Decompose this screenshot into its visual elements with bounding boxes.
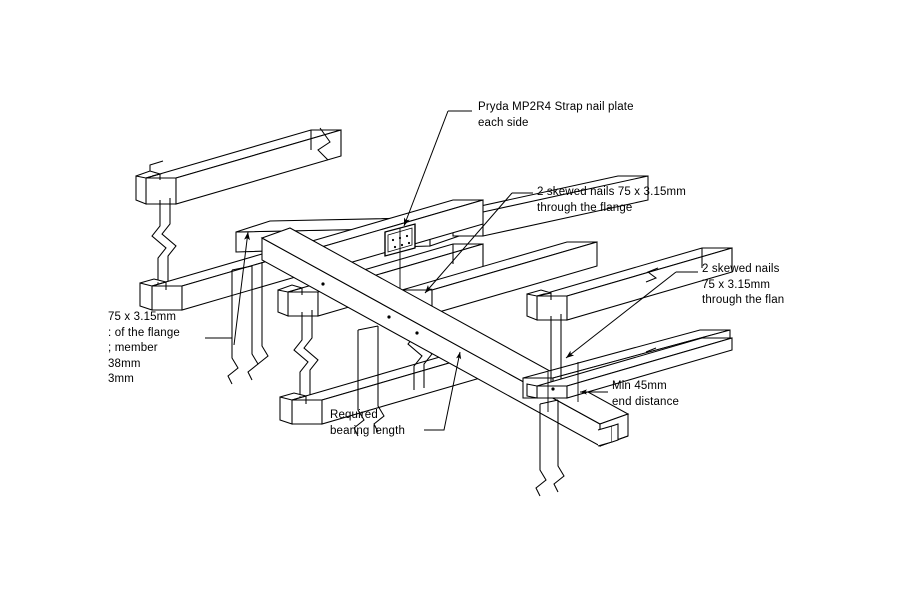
left-note-line-2: : of the flange <box>108 326 180 339</box>
min-end-distance-label: Min 45mm end distance <box>612 379 679 410</box>
nail-plate-line-1: Pryda MP2R4 Strap nail plate <box>478 101 634 113</box>
required-bearing-length-label: Required bearing length <box>330 408 405 439</box>
bearing-line-1: Required <box>330 409 378 421</box>
mindist-line-1: Min 45mm <box>612 380 667 392</box>
left-note-line-5: 3mm <box>108 373 135 385</box>
right-joist <box>526 247 733 399</box>
nail-plate-line-2: each side <box>478 116 529 129</box>
skew-right-line-1: 2 skewed nails <box>702 263 780 275</box>
bearing-line-2: bearing length <box>330 424 405 437</box>
right-posts <box>535 399 565 497</box>
skew-top-line-2: through the flange <box>537 201 633 214</box>
centre-posts <box>353 325 385 437</box>
skew-top-line-1: 2 skewed nails 75 x 3.15mm <box>537 186 686 198</box>
skew-right-line-2: 75 x 3.15mm <box>702 278 771 291</box>
strap-nail-plate <box>384 223 416 300</box>
mindist-line-2: end distance <box>612 395 680 408</box>
pryda-strap-nail-plate-label: Pryda MP2R4 Strap nail plate each side <box>478 100 634 131</box>
left-note-line-1: 75 x 3.15mm <box>108 311 177 323</box>
left-note-line-3: ; member <box>108 342 158 354</box>
left-clipped-note: 75 x 3.15mm : of the flange ; member 38m… <box>108 310 180 388</box>
left-note-line-4: 38mm <box>108 357 141 370</box>
skew-right-line-3: through the flan <box>702 294 785 306</box>
leader-lines <box>205 110 698 431</box>
skewed-nails-right-label: 2 skewed nails 75 x 3.15mm through the f… <box>702 262 784 309</box>
skewed-nails-flange-label: 2 skewed nails 75 x 3.15mm through the f… <box>537 185 686 216</box>
